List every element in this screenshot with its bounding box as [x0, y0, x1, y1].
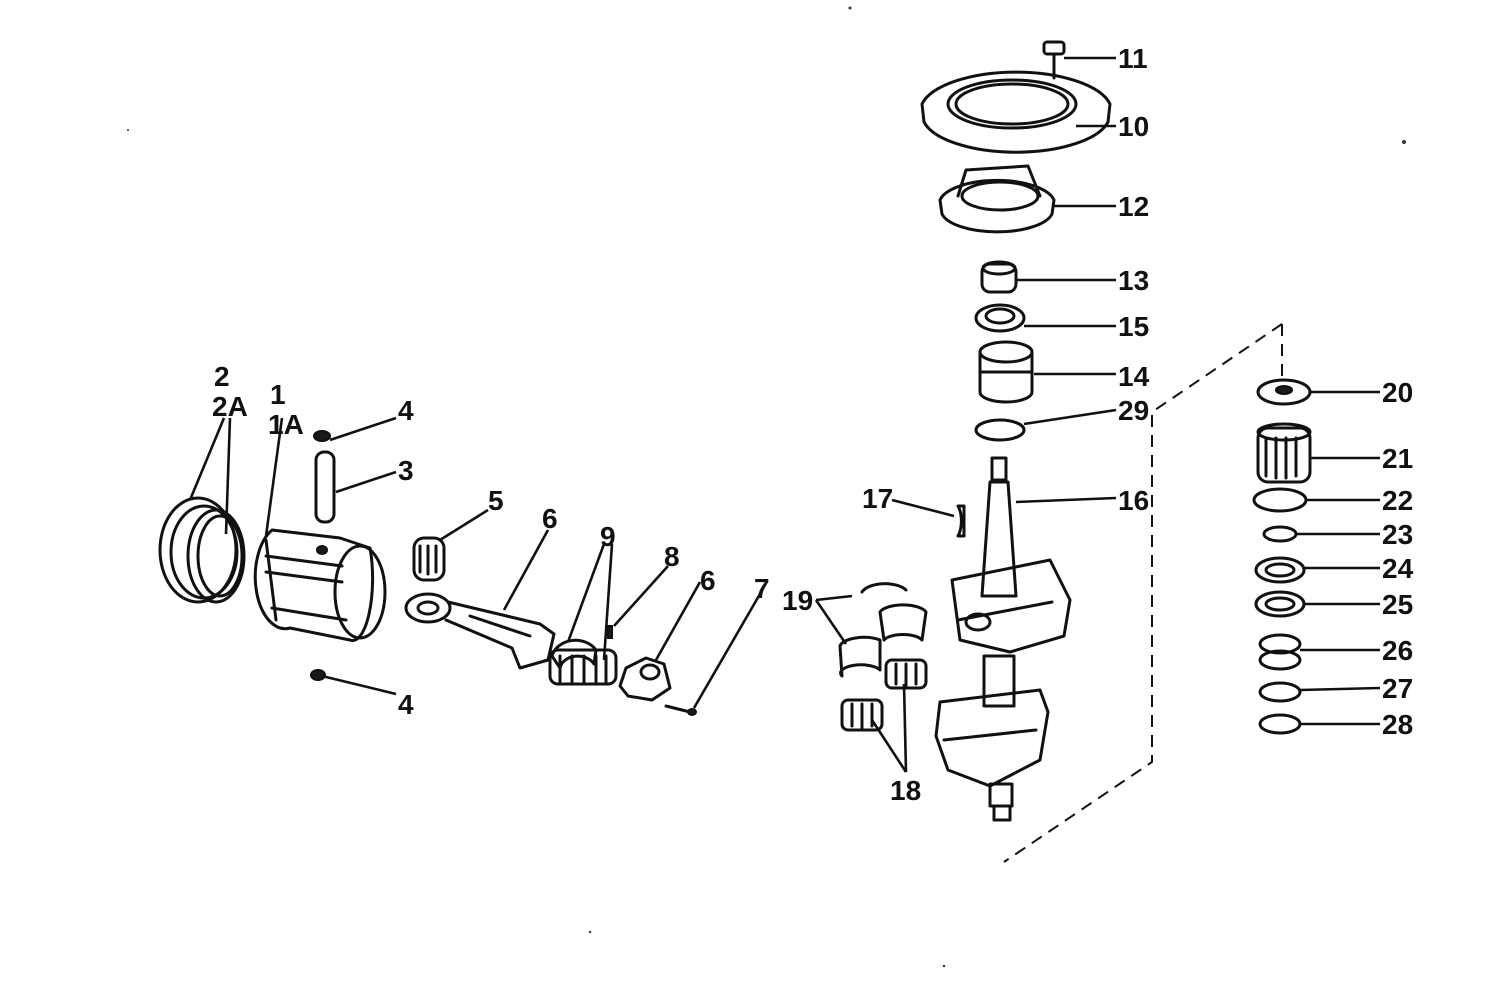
callout-7: 7	[754, 573, 770, 604]
callout-17: 17	[862, 483, 893, 514]
bearing-sleeve	[978, 340, 1034, 404]
callout-4-upper: 4	[398, 395, 414, 426]
needle-bearing-small	[412, 536, 446, 582]
callout-3: 3	[398, 455, 414, 486]
wrist-pin	[314, 450, 336, 524]
callout-12: 12	[1118, 191, 1149, 222]
callout-16: 16	[1118, 485, 1149, 516]
woodruff-key	[956, 504, 966, 538]
bearing-cap	[980, 260, 1018, 294]
seal-24	[1254, 556, 1306, 584]
assembly-reference-line	[1003, 323, 1283, 863]
callout-21: 21	[1382, 443, 1413, 474]
seal-ring	[974, 303, 1026, 333]
callout-23: 23	[1382, 519, 1413, 550]
callout-1: 1	[270, 379, 286, 410]
retainer-lower	[310, 669, 326, 681]
connecting-rod	[404, 592, 556, 670]
callout-11: 11	[1118, 43, 1148, 74]
ring-23	[1262, 525, 1298, 543]
o-ring-28	[1258, 713, 1302, 735]
rod-cap	[618, 656, 672, 702]
retaining-ring-26	[1258, 633, 1302, 671]
callout-25: 25	[1382, 589, 1413, 620]
rod-bearing-cages	[548, 638, 618, 686]
rod-screw	[664, 704, 697, 716]
callout-22: 22	[1382, 485, 1413, 516]
callout-6-cap: 6	[700, 565, 716, 596]
crankshaft	[934, 456, 1072, 822]
seal-housing	[938, 164, 1056, 234]
piston-rings	[158, 496, 246, 604]
retainer-upper	[313, 430, 331, 442]
leader-lines	[188, 56, 1381, 773]
callout-20: 20	[1382, 377, 1413, 408]
o-ring-upper	[974, 418, 1026, 442]
callout-26: 26	[1382, 635, 1413, 666]
callout-14: 14	[1118, 361, 1150, 392]
callout-19: 19	[782, 585, 813, 616]
piston	[253, 528, 387, 642]
bearing-housing-plate	[920, 70, 1112, 154]
callout-10: 10	[1118, 111, 1149, 142]
seal-25	[1254, 590, 1306, 618]
dowel-pin	[607, 625, 613, 639]
callout-9: 9	[600, 521, 616, 552]
callout-6-rod: 6	[542, 503, 558, 534]
roller-bearing-lower	[1256, 422, 1312, 484]
callout-24: 24	[1382, 553, 1414, 584]
ring-22	[1252, 487, 1308, 513]
callout-2: 2	[214, 361, 230, 392]
callout-8: 8	[664, 541, 680, 572]
callout-13: 13	[1118, 265, 1149, 296]
callout-4-lower: 4	[398, 689, 414, 720]
callout-27: 27	[1382, 673, 1413, 704]
retainer-screw	[1042, 40, 1066, 80]
callout-1a: 1A	[268, 409, 304, 440]
thrust-washer-hole	[1275, 385, 1293, 395]
callout-labels: 2 2A 1 1A 4 3 4 5 6 9 8 6 7 11 10 12 13 …	[212, 43, 1414, 806]
main-bearing-parts	[838, 582, 928, 732]
ring-27	[1258, 681, 1302, 703]
callout-28: 28	[1382, 709, 1413, 740]
callout-15: 15	[1118, 311, 1149, 342]
callout-2a: 2A	[212, 391, 248, 422]
callout-29: 29	[1118, 395, 1149, 426]
scan-specks	[127, 6, 1406, 968]
callout-18: 18	[890, 775, 921, 806]
callout-5: 5	[488, 485, 504, 516]
